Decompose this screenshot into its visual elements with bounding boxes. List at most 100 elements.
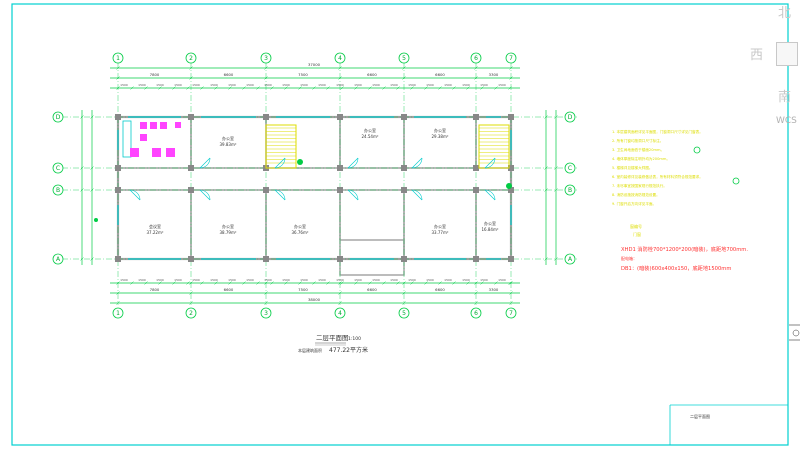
bay-dim-bottom: 6600 <box>435 287 445 292</box>
row-bubble-left <box>52 111 64 123</box>
viewcube-box[interactable] <box>776 42 798 66</box>
drawing-frame-inner <box>11 3 789 446</box>
wcs-label[interactable]: WCS <box>776 116 797 126</box>
axis-bubble-bottom <box>505 307 517 319</box>
axis-bubble-top-label: 4 <box>338 55 342 62</box>
row-bubble-right <box>564 162 576 174</box>
axis-lines <box>62 62 578 305</box>
windows <box>117 116 512 260</box>
axis-bubble-top-label: 5 <box>402 55 406 62</box>
note-line: 1. 本层建筑面积详见平面图，门窗洞口尺寸详见门窗表。 <box>612 129 703 134</box>
axis-bubble-bottom-label: 6 <box>474 310 478 317</box>
room-name: 办公室 <box>364 127 376 133</box>
bay-dim-bottom: 7800 <box>150 287 160 292</box>
edge-circle <box>792 329 800 337</box>
room-name: 办公室 <box>484 220 496 226</box>
dim-small: 1500 <box>318 278 326 282</box>
note-line: 4. 墙体厚度除注明外均为200mm。 <box>612 156 670 161</box>
dim-small: 1500 <box>282 83 290 87</box>
room-name: 办公室 <box>222 223 234 229</box>
dim-small: 1500 <box>282 278 290 282</box>
axis-bubble-bottom <box>470 307 482 319</box>
dim-small: 1500 <box>264 83 272 87</box>
axis-bubble-bottom-label: 3 <box>264 310 268 317</box>
viewcube-west[interactable]: 西 <box>750 48 764 63</box>
dim-small: 1500 <box>156 83 164 87</box>
notes-db: DB1：(暗装)600x400x150，底距地1500mm <box>621 264 731 272</box>
dim-small: 1500 <box>138 278 146 282</box>
axis-bubble-top-label: 7 <box>509 55 513 62</box>
row-bubble-left-label: D <box>56 114 61 121</box>
dim-small: 1500 <box>192 83 200 87</box>
row-bubble-left-label: B <box>56 187 60 194</box>
structural-columns <box>115 114 514 262</box>
drawing-frame <box>11 3 789 446</box>
dim-small: 1500 <box>336 278 344 282</box>
axis-bubble-top <box>334 52 346 64</box>
row-bubble-left <box>52 184 64 196</box>
viewcube-panel[interactable]: 北 西 南 WCS <box>750 0 800 135</box>
dim-small: 1500 <box>354 83 362 87</box>
note-line: 8. 消防设施按消防规范设置。 <box>612 192 660 197</box>
room-area: 29.38m² <box>432 134 449 139</box>
note-line: 6. 室内装修详见装修做法表，所有材料须符合规范要求。 <box>612 174 703 179</box>
dim-small: 1500 <box>246 83 254 87</box>
axis-bubble-top <box>470 52 482 64</box>
bay-dim-top: 6600 <box>224 72 234 77</box>
notes-window-label: 窗编号 <box>630 223 642 229</box>
room-area: 16.84m² <box>482 227 499 232</box>
dim-small: 1500 <box>498 83 506 87</box>
note-line: 7. 未尽事宜按国家现行规范执行。 <box>612 183 667 188</box>
room-area: 24.54m² <box>362 134 379 139</box>
dim-small: 1500 <box>354 278 362 282</box>
dim-small: 1500 <box>138 83 146 87</box>
dim-small: 1500 <box>480 278 488 282</box>
bay-dim-bottom: 6600 <box>224 287 234 292</box>
axis-bubble-bottom <box>112 307 124 319</box>
axis-bubble-bottom <box>398 307 410 319</box>
row-bubble-right-label: A <box>568 256 573 263</box>
dimension-lines <box>81 67 557 304</box>
dimension-ticks <box>80 66 558 305</box>
row-bubble-right-label: C <box>568 165 572 172</box>
drawing-title: 二层平面图 <box>316 334 349 342</box>
dim-small: 1500 <box>318 83 326 87</box>
viewcube-north[interactable]: 北 <box>778 6 792 21</box>
dim-small: 1500 <box>120 278 128 282</box>
axis-bubble-bottom-label: 4 <box>338 310 342 317</box>
bay-dim-top: 7800 <box>150 72 160 77</box>
dim-small: 1500 <box>300 278 308 282</box>
row-bubble-left <box>52 162 64 174</box>
dim-small: 1500 <box>444 278 452 282</box>
axis-bubble-top <box>185 52 197 64</box>
dim-small: 1500 <box>264 278 272 282</box>
viewcube-south[interactable]: 南 <box>778 90 792 105</box>
area-value: 477.22平方米 <box>329 346 368 354</box>
stair-left <box>265 124 297 169</box>
dim-small: 1500 <box>210 83 218 87</box>
dim-small: 1500 <box>372 278 380 282</box>
notes-device-label: 配电箱： <box>621 255 637 261</box>
overall-dim-top: 37000 <box>308 62 321 67</box>
row-bubble-right-label: D <box>568 114 573 121</box>
room-labels: 办公室39.83m²办公室24.54m²办公室29.38m²会议室37.22m²… <box>147 127 499 235</box>
dim-small: 1500 <box>498 278 506 282</box>
row-bubble-left-label: A <box>56 256 61 263</box>
titleblock-name: 二层平面图 <box>690 413 710 419</box>
dim-small: 1500 <box>336 83 344 87</box>
dim-small: 1500 <box>174 278 182 282</box>
room-area: 39.83m² <box>220 142 237 147</box>
axis-bubble-top <box>505 52 517 64</box>
axis-bubble-top <box>398 52 410 64</box>
note-line: 3. 卫生间地面低于楼面20mm。 <box>612 147 664 152</box>
bay-dim-top: 3300 <box>489 72 499 77</box>
bay-dim-bottom: 3300 <box>489 287 499 292</box>
note-line: 9. 门窗开启方向详见平面。 <box>612 201 656 206</box>
doors <box>129 157 496 201</box>
bay-dim-top: 6600 <box>367 72 377 77</box>
dim-small: 1500 <box>444 83 452 87</box>
